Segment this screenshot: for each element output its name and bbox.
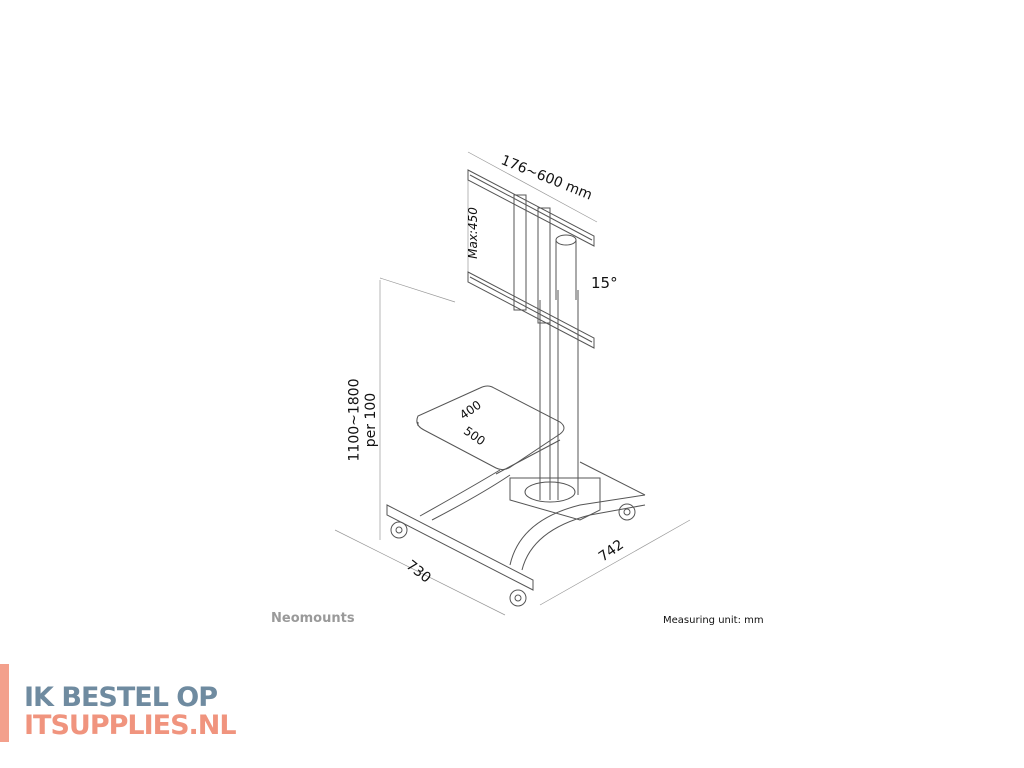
logo-line-2: ITSUPPLIES.NL (24, 710, 237, 741)
column (539, 234, 579, 500)
dimension-lines (334, 151, 691, 616)
logo-line-1: IK BESTEL OP (24, 682, 218, 713)
base (386, 461, 646, 591)
height-step-label: per 100 (363, 392, 380, 448)
tilt-label: 15° (591, 274, 618, 292)
casters (390, 503, 636, 607)
height-label: 1100~1800 (346, 378, 363, 462)
vesa-rails (467, 169, 595, 349)
shelf (416, 385, 565, 475)
logo-accent-bar (0, 664, 9, 742)
vesa-height-label: Max:450 (465, 207, 480, 259)
unit-note: Measuring unit: mm (663, 615, 764, 626)
brand-label: Neomounts (271, 611, 355, 626)
